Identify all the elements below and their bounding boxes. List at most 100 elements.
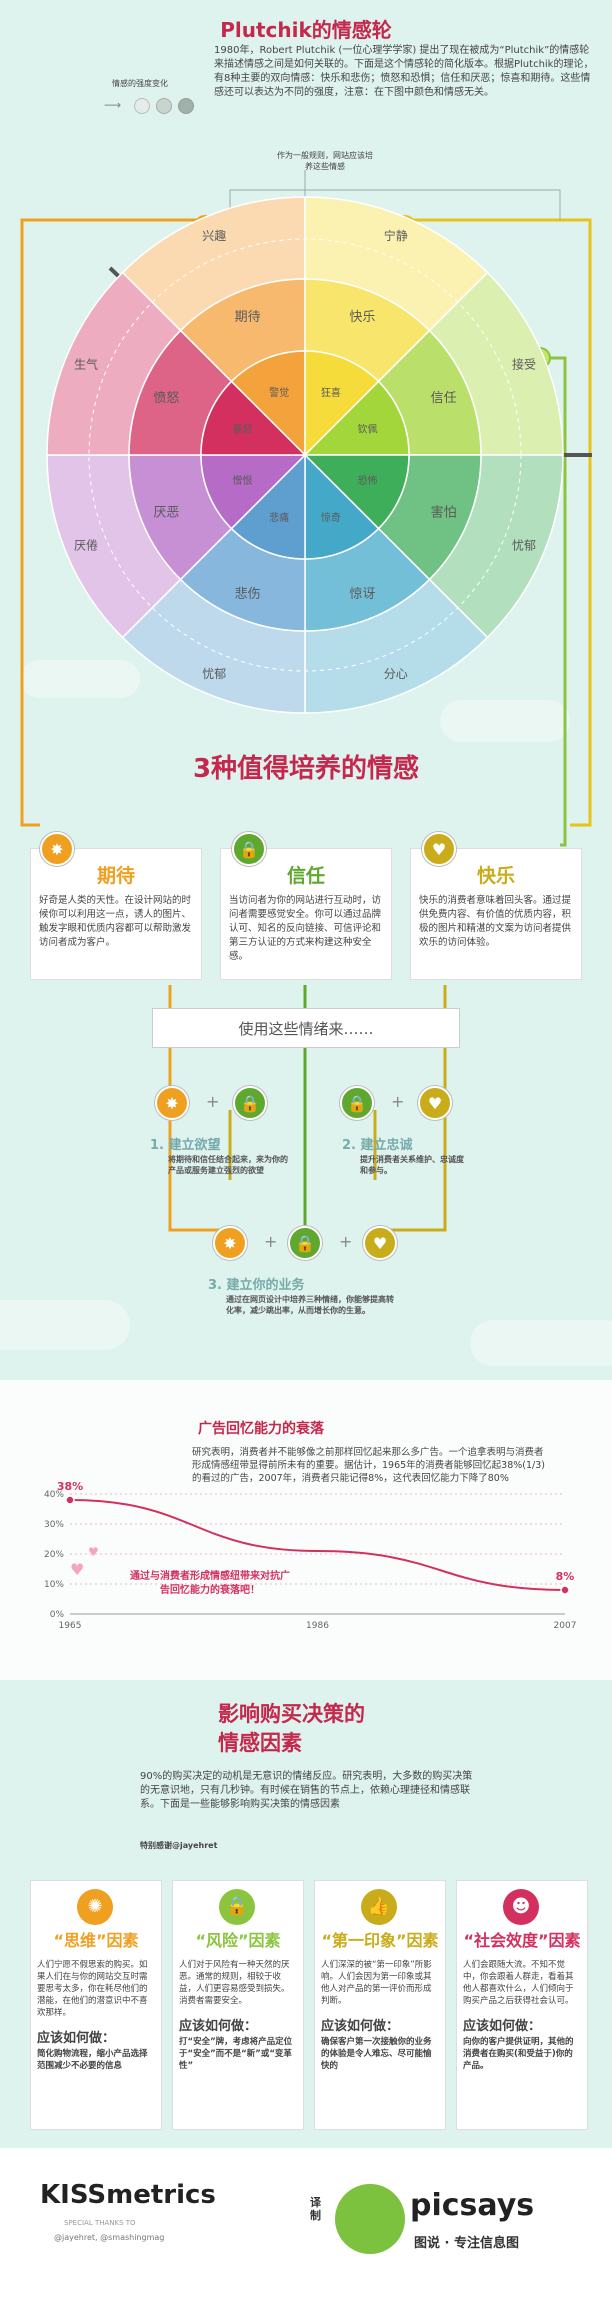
factor-text: 人们对于风险有一种天然的厌恶。通常的规则，相较于收益，人们更容易感受到损失。消费… bbox=[179, 1960, 290, 2006]
card-text: 快乐的消费者意味着回头客。通过提供免费内容、有价值的优质内容，积极的图片和精湛的… bbox=[419, 895, 572, 948]
x-tick-label: 2007 bbox=[554, 1621, 577, 1631]
x-tick-label: 1965 bbox=[59, 1621, 82, 1631]
emotion-wheel: 兴趣期待警觉宁静快乐狂喜接受信任钦佩忧郁害怕恐怖分心惊讶惊奇忧郁悲伤悲痛厌倦厌恶… bbox=[46, 196, 564, 714]
section2-title: 3种值得培养的情感 bbox=[192, 754, 420, 784]
plus-icon: + bbox=[264, 1232, 278, 1251]
plus-icon: + bbox=[391, 1092, 405, 1111]
section4-text: 90%的购买决定的动机是无意识的情绪反应。研究表明，大多数的购买决策的无意识地，… bbox=[140, 1771, 473, 1810]
picsays-logo-icon bbox=[335, 2184, 405, 2254]
series-line bbox=[69, 1499, 566, 1591]
people-icon: ☻ bbox=[503, 1889, 539, 1925]
wheel-outer-label: 接受 bbox=[512, 356, 536, 371]
overview-note: 作为一般规则，网站应该培养这些情感 bbox=[277, 151, 373, 171]
step2-text: 提升消费者关系维护、忠诚度和参与。 bbox=[360, 1155, 464, 1175]
factor-card: 🔒 “风险”因素 人们对于风险有一种天然的厌恶。通常的规则，相较于收益，人们更容… bbox=[172, 1880, 304, 2130]
burst-icon: ✸ bbox=[155, 1086, 189, 1120]
wheel-outer-label: 生气 bbox=[74, 356, 98, 371]
factor-how-title: 应该如何做： bbox=[37, 2031, 116, 2046]
wheel-inner-label: 暴怒 bbox=[233, 422, 253, 435]
factor-title: “风险”因素 bbox=[195, 1931, 281, 1950]
data-label: 8% bbox=[556, 1570, 575, 1583]
wheel-inner-label: 恐怖 bbox=[357, 474, 377, 487]
wheel-outer-label: 忧郁 bbox=[202, 666, 226, 681]
wheel-inner-label: 惊奇 bbox=[321, 511, 341, 524]
factor-title: “第一印象”因素 bbox=[321, 1931, 439, 1950]
y-tick-label: 10% bbox=[44, 1580, 64, 1590]
wheel-middle-label: 期待 bbox=[235, 310, 261, 325]
y-tick-label: 30% bbox=[44, 1520, 64, 1530]
intensity-legend: ⟶ bbox=[104, 98, 194, 114]
factor-how-text: 简化购物流程，缩小产品选择范围减少不必要的信息 bbox=[37, 2049, 148, 2071]
footer bbox=[0, 2148, 612, 2302]
wheel-inner-label: 悲痛 bbox=[269, 511, 289, 524]
factor-text: 人们宁愿不假思索的购买。如果人们在与你的网站交互时需要思考太多，你在耗尽他们的潜… bbox=[37, 1960, 148, 2018]
kissmetrics-logo: KISSmetrics bbox=[40, 2180, 216, 2210]
lock-icon: 🔒 bbox=[233, 1086, 267, 1120]
translated-label: 译制 bbox=[310, 2196, 321, 2222]
y-tick-label: 20% bbox=[44, 1550, 64, 1560]
wheel-outer-label: 宁静 bbox=[384, 228, 408, 243]
factor-text: 人们会跟随大流。不知不觉中，你会跟着人群走，看着其他人都喜欢什么，人们倾向于购买… bbox=[463, 1960, 574, 2006]
cloud bbox=[20, 660, 140, 698]
light-circle-icon bbox=[134, 98, 150, 114]
wheel-middle-label: 快乐 bbox=[349, 310, 375, 325]
heart-deco-icon: ♥ bbox=[70, 1560, 85, 1579]
heart-icon: ♥ bbox=[422, 832, 456, 866]
data-point bbox=[560, 1585, 570, 1595]
special-thanks: SPECIAL THANKS TO bbox=[64, 2219, 136, 2227]
lock-icon: 🔒 bbox=[232, 832, 266, 866]
card-text: 好奇是人类的天性。在设计网站的时候你可以利用这一点，诱人的图片、触发字眼和优质内… bbox=[39, 895, 192, 948]
picsays-logo: picsays bbox=[410, 2188, 535, 2223]
cloud bbox=[440, 700, 570, 742]
y-tick-label: 0% bbox=[50, 1610, 65, 1620]
dark-circle-icon bbox=[178, 98, 194, 114]
lock-icon: 🔒 bbox=[340, 1086, 374, 1120]
card-trust: 信任 当访问者为你的网站进行互动时，访问者需要感觉安全。你可以通过品牌认可、知名… bbox=[220, 848, 392, 980]
card-text: 当访问者为你的网站进行互动时，访问者需要感觉安全。你可以通过品牌认可、知名的反向… bbox=[229, 895, 382, 962]
mid-circle-icon bbox=[156, 98, 172, 114]
wheel-outer-label: 分心 bbox=[384, 667, 408, 681]
credit: 特别感谢@jayehret bbox=[140, 1841, 218, 1850]
wheel-dashed-ring bbox=[88, 238, 522, 672]
card-anticipation: 期待 好奇是人类的天性。在设计网站的时候你可以利用这一点，诱人的图片、触发字眼和… bbox=[30, 848, 202, 980]
page-title: Plutchik的情感轮 bbox=[220, 18, 392, 42]
wheel-inner-label: 钦佩 bbox=[357, 422, 377, 435]
wheel-outer-label: 兴趣 bbox=[202, 228, 226, 243]
wheel-middle-label: 信任 bbox=[431, 391, 457, 406]
factor-how-title: 应该如何做： bbox=[179, 2019, 258, 2034]
step3-text: 通过在网页设计中培养三种情绪，你能够提高转化率，减少跳出率，从而增长你的生意。 bbox=[226, 1295, 394, 1315]
plus-icon: + bbox=[206, 1092, 220, 1111]
card-title: 快乐 bbox=[476, 865, 515, 887]
chart-callout: 通过与消费者形成情感纽带来对抗广告回忆能力的衰落吧！ bbox=[130, 1571, 290, 1596]
factor-title: “社会效度”因素 bbox=[463, 1931, 581, 1950]
wheel-middle-label: 惊讶 bbox=[349, 587, 375, 602]
picsays-tagline: 图说 · 专注信息图 bbox=[414, 2236, 519, 2251]
data-label: 38% bbox=[57, 1480, 83, 1493]
wheel-inner-label: 狂喜 bbox=[321, 386, 341, 399]
factor-card: ☻ “社会效度”因素 人们会跟随大流。不知不觉中，你会跟着人群走，看着其他人都喜… bbox=[456, 1880, 588, 2130]
heart-deco-icon: ♥ bbox=[88, 1545, 99, 1559]
factor-how-text: 向你的客户提供证明，其他的消费者在购买(和受益于)你的产品。 bbox=[463, 2037, 574, 2071]
cloud bbox=[0, 1300, 130, 1350]
wheel-middle-label: 悲伤 bbox=[235, 586, 261, 602]
wheel-middle-label: 厌恶 bbox=[153, 506, 179, 521]
factor-card: 👍 “第一印象”因素 人们深深的被“第一印象”所影响。人们会因为第一印象或其他人… bbox=[314, 1880, 446, 2130]
lock-icon: 🔒 bbox=[288, 1226, 322, 1260]
factor-how-title: 应该如何做： bbox=[321, 2019, 400, 2034]
x-tick-label: 1986 bbox=[306, 1621, 329, 1631]
intensity-legend-label: 情感的强度变化 bbox=[112, 79, 168, 88]
step1-text: 将期待和信任结合起来，来为你的产品或服务建立强烈的欲望 bbox=[168, 1155, 288, 1175]
ad-recall-section bbox=[0, 1380, 612, 1680]
heart-icon: ♥ bbox=[418, 1086, 452, 1120]
card-title: 信任 bbox=[286, 865, 325, 887]
thumb-icon: 👍 bbox=[361, 1889, 397, 1925]
section3-title: 广告回忆能力的衰落 bbox=[198, 1421, 324, 1437]
wheel-inner-label: 警觉 bbox=[269, 386, 289, 399]
section3-text: 研究表明，消费者并不能够像之前那样回忆起来那么多广告。一个追拿表明与消费者形成情… bbox=[192, 1447, 545, 1484]
wheel-middle-label: 害怕 bbox=[431, 505, 457, 521]
factor-how-text: 打“安全”牌，考虑将产品定位于“安全”而不是“新”或“变革性” bbox=[179, 2037, 293, 2071]
data-point bbox=[65, 1495, 75, 1505]
factor-how-title: 应该如何做： bbox=[463, 2019, 542, 2034]
wheel-outer-label: 忧郁 bbox=[512, 538, 536, 553]
